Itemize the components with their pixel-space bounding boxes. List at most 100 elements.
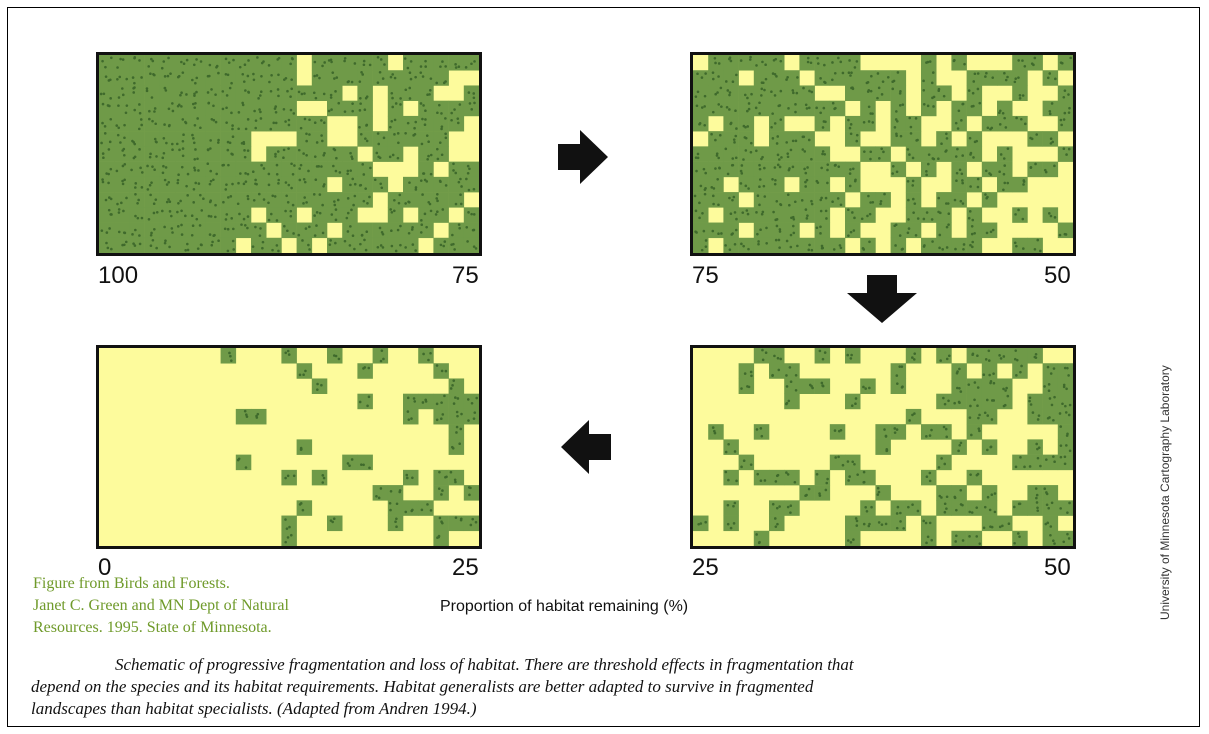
habitat-texture bbox=[154, 122, 157, 126]
habitat-cell bbox=[448, 55, 465, 71]
habitat-texture bbox=[138, 103, 141, 106]
habitat-texture bbox=[749, 150, 753, 154]
habitat-texture bbox=[1065, 444, 1068, 447]
habitat-cell bbox=[387, 237, 404, 253]
habitat-texture bbox=[230, 359, 233, 362]
habitat-texture bbox=[149, 193, 152, 197]
habitat-texture bbox=[1001, 111, 1005, 115]
habitat-texture bbox=[283, 224, 286, 228]
habitat-cell bbox=[860, 146, 876, 162]
habitat-cell bbox=[769, 161, 785, 178]
habitat-cell bbox=[342, 161, 358, 178]
habitat-texture bbox=[711, 229, 715, 233]
habitat-cell bbox=[936, 192, 952, 208]
habitat-texture bbox=[773, 354, 776, 358]
habitat-texture bbox=[380, 186, 384, 190]
habitat-texture bbox=[242, 80, 246, 83]
habitat-cell bbox=[99, 207, 115, 223]
habitat-texture bbox=[898, 104, 902, 107]
habitat-texture bbox=[403, 57, 407, 60]
habitat-cell bbox=[921, 100, 937, 117]
habitat-texture bbox=[927, 162, 930, 166]
habitat-texture bbox=[267, 172, 271, 176]
habitat-texture bbox=[788, 167, 791, 170]
habitat-texture bbox=[358, 80, 362, 83]
habitat-texture bbox=[179, 199, 182, 203]
habitat-texture bbox=[831, 61, 834, 64]
habitat-texture bbox=[808, 243, 811, 247]
habitat-texture bbox=[1002, 355, 1006, 358]
habitat-texture bbox=[290, 57, 294, 60]
figure-credit: Figure from Birds and Forests. Janet C. … bbox=[33, 573, 423, 639]
habitat-texture bbox=[978, 413, 981, 417]
habitat-texture bbox=[130, 168, 133, 172]
habitat-texture bbox=[304, 227, 308, 230]
habitat-texture bbox=[411, 476, 414, 480]
habitat-cell bbox=[387, 515, 404, 532]
habitat-texture bbox=[824, 81, 827, 84]
habitat-texture bbox=[287, 123, 291, 127]
habitat-texture bbox=[100, 141, 103, 145]
habitat-cell bbox=[281, 55, 297, 71]
habitat-cell bbox=[311, 146, 328, 162]
habitat-cell bbox=[175, 237, 191, 253]
habitat-texture bbox=[794, 110, 797, 114]
habitat-texture bbox=[853, 216, 856, 220]
habitat-texture bbox=[771, 72, 775, 75]
habitat-cell bbox=[266, 207, 282, 223]
habitat-cell bbox=[997, 115, 1013, 132]
habitat-texture bbox=[960, 172, 964, 176]
habitat-cell bbox=[860, 500, 876, 516]
habitat-texture bbox=[847, 208, 850, 212]
habitat-texture bbox=[229, 354, 232, 358]
habitat-texture bbox=[211, 240, 214, 244]
habitat-texture bbox=[101, 102, 105, 106]
habitat-texture bbox=[133, 244, 137, 247]
habitat-texture bbox=[152, 211, 156, 215]
habitat-texture bbox=[831, 200, 834, 204]
habitat-texture bbox=[990, 418, 994, 421]
habitat-texture bbox=[269, 127, 273, 131]
habitat-texture bbox=[947, 223, 950, 226]
habitat-texture bbox=[365, 124, 368, 127]
habitat-texture bbox=[1068, 106, 1071, 110]
habitat-texture bbox=[379, 58, 383, 61]
habitat-cell bbox=[114, 100, 130, 117]
habitat-cell bbox=[814, 100, 831, 117]
habitat-texture bbox=[771, 112, 774, 115]
habitat-texture bbox=[360, 463, 363, 466]
habitat-texture bbox=[414, 75, 417, 79]
habitat-cell bbox=[418, 55, 434, 71]
habitat-texture bbox=[733, 450, 737, 453]
habitat-texture bbox=[899, 90, 902, 93]
habitat-texture bbox=[824, 209, 828, 213]
habitat-cell bbox=[281, 192, 297, 208]
habitat-texture bbox=[390, 119, 394, 123]
habitat-cell bbox=[875, 146, 891, 162]
habitat-texture bbox=[986, 126, 990, 130]
habitat-cell bbox=[403, 500, 419, 516]
habitat-texture bbox=[424, 118, 427, 121]
habitat-texture bbox=[925, 173, 928, 177]
habitat-texture bbox=[971, 218, 975, 222]
habitat-texture bbox=[149, 152, 152, 156]
habitat-cell bbox=[403, 115, 419, 132]
habitat-texture bbox=[810, 248, 814, 252]
habitat-texture bbox=[938, 233, 942, 237]
habitat-texture bbox=[990, 493, 994, 496]
habitat-texture bbox=[108, 140, 112, 144]
habitat-texture bbox=[393, 198, 396, 202]
habitat-texture bbox=[1043, 385, 1046, 388]
habitat-texture bbox=[104, 198, 108, 202]
habitat-texture bbox=[194, 102, 197, 105]
habitat-texture bbox=[717, 203, 720, 207]
habitat-texture bbox=[743, 93, 747, 97]
habitat-texture bbox=[713, 431, 717, 435]
habitat-cell bbox=[845, 515, 861, 532]
habitat-texture bbox=[868, 212, 872, 216]
habitat-texture bbox=[251, 245, 255, 248]
habitat-texture bbox=[275, 244, 279, 247]
arrow-right-icon bbox=[558, 130, 608, 184]
habitat-texture bbox=[711, 194, 715, 198]
habitat-texture bbox=[377, 142, 381, 146]
